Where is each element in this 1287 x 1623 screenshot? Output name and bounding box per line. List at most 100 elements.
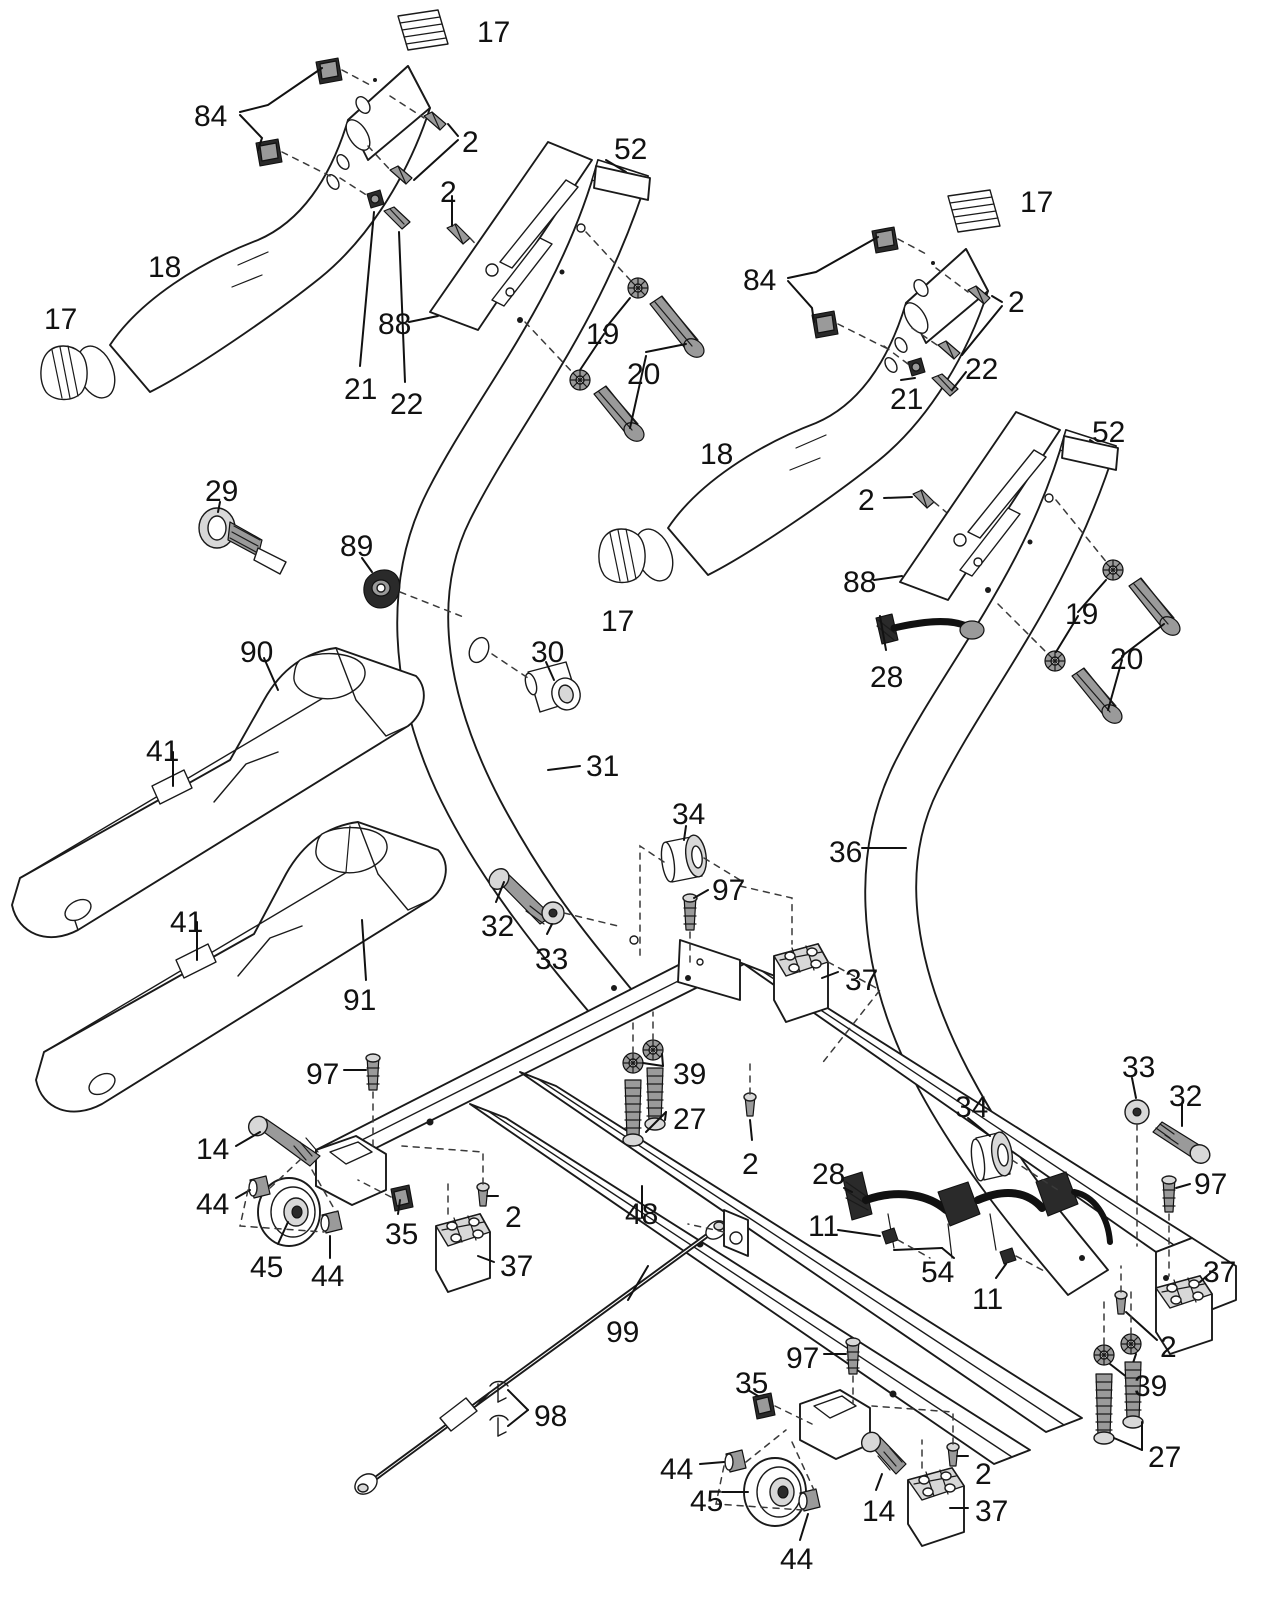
washer-33-left bbox=[541, 901, 565, 925]
callout-number: 19 bbox=[1065, 598, 1099, 631]
screw-2-left-base bbox=[476, 1182, 490, 1207]
callout-number: 33 bbox=[1122, 1051, 1156, 1084]
nut-cap-35-bottom bbox=[752, 1392, 776, 1420]
callout-number: 34 bbox=[955, 1091, 989, 1124]
callout-number: 2 bbox=[858, 484, 875, 517]
callout-number: 31 bbox=[586, 750, 620, 783]
callout-number: 44 bbox=[660, 1453, 694, 1486]
grip-endcap-17-lowerleft bbox=[40, 345, 88, 401]
shock-bracket bbox=[723, 1209, 749, 1257]
callout-number: 22 bbox=[390, 388, 424, 421]
callout-number: 17 bbox=[1020, 186, 1054, 219]
callout-number: 36 bbox=[829, 836, 863, 869]
screw-2-bottom bbox=[946, 1442, 960, 1467]
clip-nut-84-lower-right bbox=[811, 310, 839, 339]
callout-number: 28 bbox=[812, 1158, 846, 1191]
callout-number: 97 bbox=[786, 1342, 820, 1375]
callout-number: 84 bbox=[743, 264, 777, 297]
callout-number: 90 bbox=[240, 636, 274, 669]
callout-number: 2 bbox=[440, 176, 457, 209]
carriage-bolt-14-bottom bbox=[860, 1431, 907, 1475]
clip-nut-84-upper bbox=[315, 57, 343, 85]
bushing-44-left-a bbox=[248, 1175, 271, 1199]
callout-number: 2 bbox=[975, 1458, 992, 1491]
callout-number: 18 bbox=[148, 251, 182, 284]
handrail-cover-52-right bbox=[1061, 435, 1119, 471]
leader-84b bbox=[239, 114, 264, 151]
callout-number: 27 bbox=[673, 1103, 707, 1136]
rail-insert-88-right bbox=[899, 411, 1061, 601]
long-screw-20-right-b bbox=[1071, 667, 1123, 724]
wire-harness-28-base bbox=[842, 1171, 1113, 1259]
callout-number: 41 bbox=[170, 906, 204, 939]
callout-number: 34 bbox=[672, 798, 706, 831]
callout-number: 99 bbox=[606, 1316, 640, 1349]
callout-number: 98 bbox=[534, 1400, 568, 1433]
screw-2-right-c bbox=[912, 489, 935, 509]
callout-number: 44 bbox=[780, 1543, 814, 1576]
callout-number: 2 bbox=[1008, 286, 1025, 319]
callout-number: 2 bbox=[505, 1201, 522, 1234]
long-screw-20-left-b bbox=[593, 385, 645, 442]
callout-number: 19 bbox=[586, 318, 620, 351]
callout-number: 84 bbox=[194, 100, 228, 133]
star-washer-39-center-b bbox=[642, 1039, 664, 1061]
footrail-cover-90 bbox=[11, 647, 425, 939]
callout-number: 28 bbox=[870, 661, 904, 694]
nut-cap-35-left bbox=[390, 1184, 414, 1212]
square-endcap-37-bottom bbox=[907, 1467, 965, 1547]
leader-dash-84l bbox=[281, 151, 331, 177]
leader-dash-84u bbox=[341, 69, 373, 87]
knob-bolt-29 bbox=[198, 507, 287, 575]
base-bracket-bottom bbox=[799, 1389, 871, 1460]
callout-number: 54 bbox=[921, 1256, 955, 1289]
screw-2-left-b bbox=[389, 165, 413, 185]
callout-number: 41 bbox=[146, 735, 180, 768]
callout-number: 44 bbox=[196, 1188, 230, 1221]
wheel-45-bottom bbox=[743, 1457, 807, 1527]
clip-nut-84-upper-right bbox=[871, 226, 899, 254]
long-screw-27-a bbox=[622, 1079, 644, 1147]
leader-31 bbox=[547, 765, 581, 771]
callout-number: 97 bbox=[1194, 1168, 1228, 1201]
callout-number: 2 bbox=[462, 126, 479, 159]
callout-number: 97 bbox=[306, 1058, 340, 1091]
callout-number: 27 bbox=[1148, 1441, 1182, 1474]
handrail-cover-52-left bbox=[593, 165, 651, 201]
callout-number: 37 bbox=[975, 1495, 1009, 1528]
screw-2-center bbox=[743, 1092, 757, 1117]
machine-screw-97-left bbox=[365, 1053, 381, 1091]
screw-22-left bbox=[383, 206, 411, 230]
callout-number: 39 bbox=[673, 1058, 707, 1091]
star-washer-39-center-a bbox=[622, 1052, 644, 1074]
callout-number: 52 bbox=[614, 133, 648, 166]
bushing-44-bottom-b bbox=[798, 1488, 821, 1512]
cotter-clip-98-b bbox=[489, 1414, 509, 1437]
leader-52-left bbox=[605, 159, 627, 173]
roller-bushing-34-lower bbox=[970, 1131, 1014, 1182]
footrail-cover-91 bbox=[35, 821, 447, 1113]
callout-number: 2 bbox=[742, 1148, 759, 1181]
grip-endcap-17-lowerright bbox=[598, 528, 646, 584]
callout-number: 22 bbox=[965, 353, 999, 386]
screw-2-left-a bbox=[423, 111, 447, 131]
star-washer-39-right-a bbox=[1093, 1344, 1115, 1366]
callout-number: 29 bbox=[205, 475, 239, 508]
callout-number: 20 bbox=[1110, 643, 1144, 676]
callout-number: 32 bbox=[481, 910, 515, 943]
callout-number: 37 bbox=[500, 1250, 534, 1283]
callout-number: 91 bbox=[343, 984, 377, 1017]
callout-number: 88 bbox=[378, 308, 412, 341]
screw-11-a bbox=[881, 1227, 899, 1245]
callout-number: 21 bbox=[890, 383, 924, 416]
long-screw-27-right-b bbox=[1122, 1361, 1144, 1429]
leader-88-left bbox=[408, 315, 439, 323]
bushing-44-bottom-a bbox=[724, 1449, 747, 1473]
right-handlebar-arm-group bbox=[634, 248, 989, 582]
callout-number: 20 bbox=[627, 358, 661, 391]
callout-number: 35 bbox=[735, 1367, 769, 1400]
callout-number: 52 bbox=[1092, 416, 1126, 449]
callout-number: 30 bbox=[531, 636, 565, 669]
